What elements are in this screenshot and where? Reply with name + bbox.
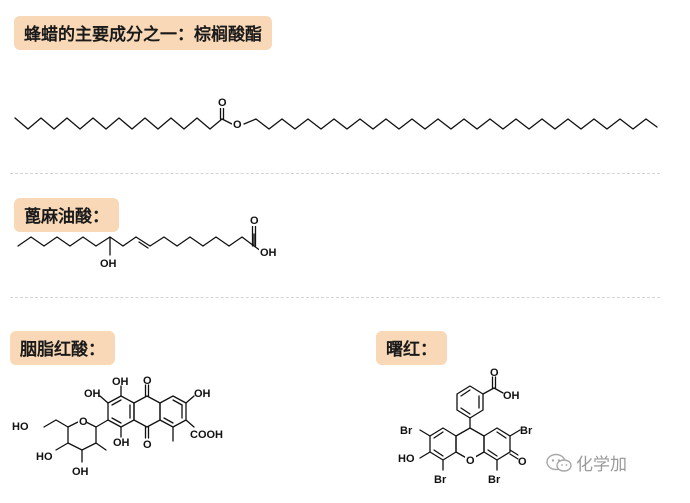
sugar-ch2-oh-bond	[43, 419, 57, 428]
double-bond-inner	[138, 241, 149, 249]
label-ricinoleic-acid-o: O	[250, 215, 259, 227]
carminic-ring-right-inner-2	[163, 417, 174, 424]
alkyl-chain	[243, 118, 658, 130]
label-eosin-br-tl: Br	[400, 425, 413, 437]
cooh-bond	[185, 419, 195, 428]
watermark-text: 化学加	[576, 455, 627, 475]
oh1-bond	[99, 395, 109, 404]
label-ricinoleic-acid-oh: OH	[260, 247, 277, 259]
eosin-ho-bond	[419, 451, 431, 459]
sugar-oh-bond-3	[95, 442, 107, 451]
ricinoleic-chain-b	[135, 233, 255, 247]
sugar-ch2-bond	[55, 419, 69, 428]
carminic-ring-left-inner-1	[111, 399, 122, 406]
label-carminic-quinone-bottom: O	[143, 439, 152, 451]
eosin-cooh-bond	[482, 387, 495, 395]
label-carminic-oh-4: OH	[113, 437, 130, 449]
br-tl-bond	[419, 429, 431, 437]
ester-bond	[221, 118, 233, 125]
label-wax-ester-o: O	[233, 119, 242, 131]
label-wax-carbonyl-o: O	[218, 97, 227, 109]
label-carminic-sugar-oh-2: OH	[72, 466, 89, 478]
label-carminic-sugar-ho-2: HO	[36, 451, 53, 463]
label-eosin-br-br: Br	[488, 474, 501, 486]
br-tr-bond	[509, 429, 521, 437]
eosin-ketone-a	[509, 449, 519, 456]
label-carminic-oh-3: OH	[194, 388, 211, 400]
palmitoyl-chain	[14, 117, 223, 130]
structure-ricinoleic-acid	[17, 225, 262, 256]
label-ricinoleic-hydroxy: OH	[100, 258, 117, 270]
sugar-oh-bond-1	[55, 442, 69, 451]
eosin-cooh-oh	[493, 387, 504, 394]
label-eosin-br-bl: Br	[434, 474, 447, 486]
eosin-ketone-b	[509, 453, 519, 460]
carminic-ring-middle	[133, 395, 161, 428]
label-eosin-acid-oh: OH	[503, 390, 520, 402]
label-carminic-sugar-ring-o: O	[79, 416, 88, 428]
eosin-benzoic-inner-3	[460, 407, 471, 415]
eosin-benzoic-inner-1	[460, 389, 471, 397]
label-eosin-br-tr: Br	[520, 425, 533, 437]
label-carminic-sugar-ho-1: HO	[12, 421, 29, 433]
structure-wax-ester	[14, 107, 658, 130]
label-eosin-acid-o: O	[490, 367, 499, 379]
title-carminic-acid: 胭脂红酸：	[10, 331, 115, 365]
label-eosin-ring-o: O	[466, 455, 475, 467]
title-eosin: 曙红：	[376, 331, 447, 365]
watermark: 化学加	[546, 450, 627, 475]
wechat-icon	[546, 453, 572, 472]
label-carminic-cooh: COOH	[190, 429, 223, 441]
eosin-ring-right-inner-2	[487, 449, 498, 457]
divider-2	[10, 297, 660, 298]
eosin-benzoic-ring	[456, 385, 484, 419]
eosin-ring-left-inner-1	[433, 431, 444, 439]
eosin-ring-left	[429, 427, 457, 461]
carminic-ring-left-inner-3	[111, 417, 122, 424]
title-wax-ester: 蜂蜡的主要成分之一：棕榈酸酯	[14, 16, 272, 50]
label-carminic-quinone-top: O	[143, 375, 152, 387]
glycosidic-bond	[95, 419, 109, 428]
eosin-ring-left-inner-2	[433, 449, 444, 457]
structure-carminic-acid	[43, 384, 195, 463]
structure-eosin	[419, 376, 521, 471]
label-eosin-ho: HO	[398, 453, 415, 465]
eosin-ring-right	[483, 427, 511, 461]
carminic-ring-right-inner-1	[172, 399, 183, 406]
label-carminic-oh-1: OH	[84, 388, 101, 400]
ricinoleic-chain-a	[17, 236, 137, 247]
title-ricinoleic-acid: 蓖麻油酸：	[14, 198, 119, 232]
eosin-ring-right-inner-1	[496, 431, 507, 439]
label-carminic-oh-2: OH	[112, 376, 129, 388]
divider-1	[10, 173, 660, 174]
oh3-bond	[185, 395, 195, 404]
label-eosin-ketone-o: O	[518, 456, 527, 468]
